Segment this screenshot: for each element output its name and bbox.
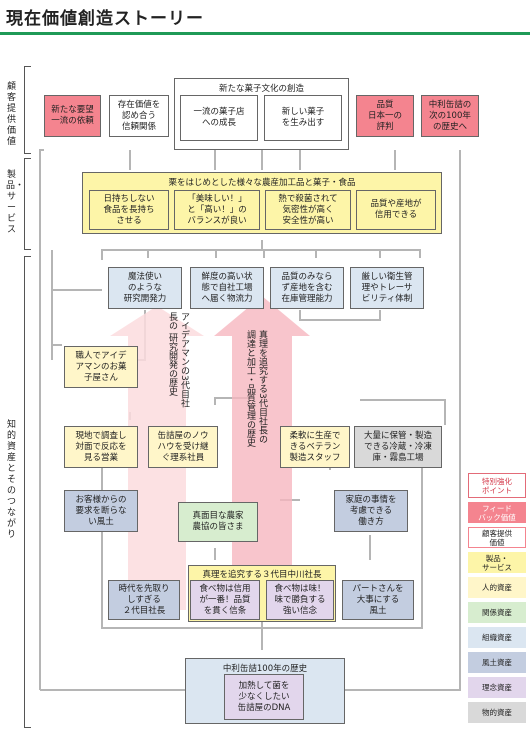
president-title: 真理を追究する３代目中川社長 [202, 570, 322, 580]
legend-item: フィード バック価値 [468, 502, 526, 523]
org-rnd: 魔法使い のような 研究開発力 [108, 267, 182, 309]
org-logistics: 鮮度の高い状 態で自社工場 へ届く物流力 [190, 267, 264, 309]
belief-quality: 食べ物は信用 が一番！品質 を貫く信条 [190, 580, 260, 620]
legend-item: 製品・ サービス [468, 552, 526, 573]
legend-item: 人的資産 [468, 577, 526, 598]
culture-no-refuse: お客様からの 要求を断らな い風土 [64, 490, 138, 532]
second-president: 時代を先取り しすぎる ２代目社長 [108, 580, 180, 620]
legend-item: 理念資産 [468, 677, 526, 698]
cannery-dna: 加熱して菌を 少なくしたい 缶詰屋のDNA [224, 674, 304, 720]
part-timer-culture: パートさんを 大事にする 風土 [342, 580, 414, 620]
side-label-products-services: 製品・サービス [6, 170, 25, 235]
org-inventory: 品質のみなら ず産地を含む 在庫管理能力 [270, 267, 344, 309]
feedback-quality-reputation: 品質 日本一の 評判 [356, 95, 414, 137]
legend-item: 風土資産 [468, 652, 526, 673]
human-field-sales: 現地で調査し 対面で反応を 見る営業 [64, 426, 138, 468]
product-sterilized: 熱で殺菌されて 気密性が高く 安全性が高い [265, 190, 351, 230]
org-hygiene: 厳しい衛生管 理やトレーサ ビリティ体制 [350, 267, 424, 309]
customer-value-trust: 存在価値を 認め合う 信頼関係 [109, 95, 169, 137]
arrow-label-idea: アイデアマンの3代目社長の 研究開発の歴史 [167, 312, 189, 408]
bracket-customer [24, 66, 31, 154]
feedback-next-100-years: 中利缶詰の 次の100年 の歴史へ [421, 95, 479, 137]
side-label-customer-value: 顧客提供価値 [6, 82, 16, 147]
legend-item: 関係資産 [468, 602, 526, 623]
culture-item-first-class: 一流の菓子店 への成長 [180, 95, 258, 141]
history-title: 中利缶詰100年の歴史 [222, 664, 308, 674]
culture-family-friendly: 家庭の事情を 考慮できる 働き方 [334, 490, 408, 532]
human-can-knowhow: 缶詰屋のノウ ハウを受け継 ぐ理系社員 [148, 426, 218, 468]
feedback-new-requests: 新たな要望 一流の依頼 [44, 95, 101, 137]
page-title: 現在価値創造ストーリー [6, 9, 204, 29]
legend-item: 顧客提供 価値 [468, 527, 526, 548]
title-rule [0, 32, 530, 35]
culture-item-new-sweets: 新しい菓子 を生み出す [264, 95, 342, 141]
product-preserve: 日持ちしない 食品を長持ち させる [89, 190, 169, 230]
side-label-intellectual-assets: 知的資産とそのつながり [6, 420, 16, 540]
relation-farmers: 真面目な農家 農協の皆さま [178, 502, 258, 542]
bracket-assets [24, 256, 31, 728]
legend-item: 物的資産 [468, 702, 526, 723]
human-veteran-staff: 柔軟に生産で きるベテラン 製造スタッフ [280, 426, 350, 468]
physical-storage: 大量に保管・製造 できる冷蔵・冷凍 庫・霧島工場 [354, 426, 442, 468]
legend-header: 特別強化 ポイント [468, 473, 526, 498]
belief-taste: 食べ物は味！ 味で勝負する 強い信念 [266, 580, 334, 620]
human-craftsman: 職人でアイデ アマンのお菓 子屋さん [64, 346, 138, 388]
product-trusted-origin: 品質や産地が 信用できる [356, 190, 436, 230]
product-taste-price: 「美味しい！」 と「高い！」の バランスが良い [174, 190, 260, 230]
products-title: 栗をはじめとした様々な農産加工品と菓子・食品 [168, 178, 356, 188]
culture-title: 新たな菓子文化の創造 [218, 84, 304, 94]
arrow-label-truth: 真理を追究する3代目社長の 調達と加工・品質管理の歴史 [245, 330, 267, 447]
legend-item: 組織資産 [468, 627, 526, 648]
bracket-products [24, 158, 31, 250]
